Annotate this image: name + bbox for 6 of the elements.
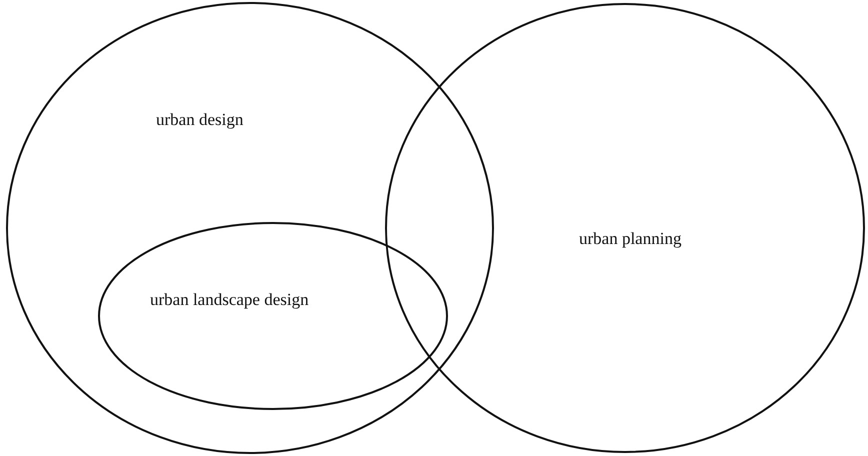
circle-outline: [6, 2, 494, 454]
set-label: urban planning: [579, 229, 682, 249]
circle-outline: [385, 3, 865, 453]
set-label: urban design: [156, 110, 244, 130]
ellipse-outline: [98, 222, 448, 410]
set-label: urban landscape design: [150, 290, 309, 310]
